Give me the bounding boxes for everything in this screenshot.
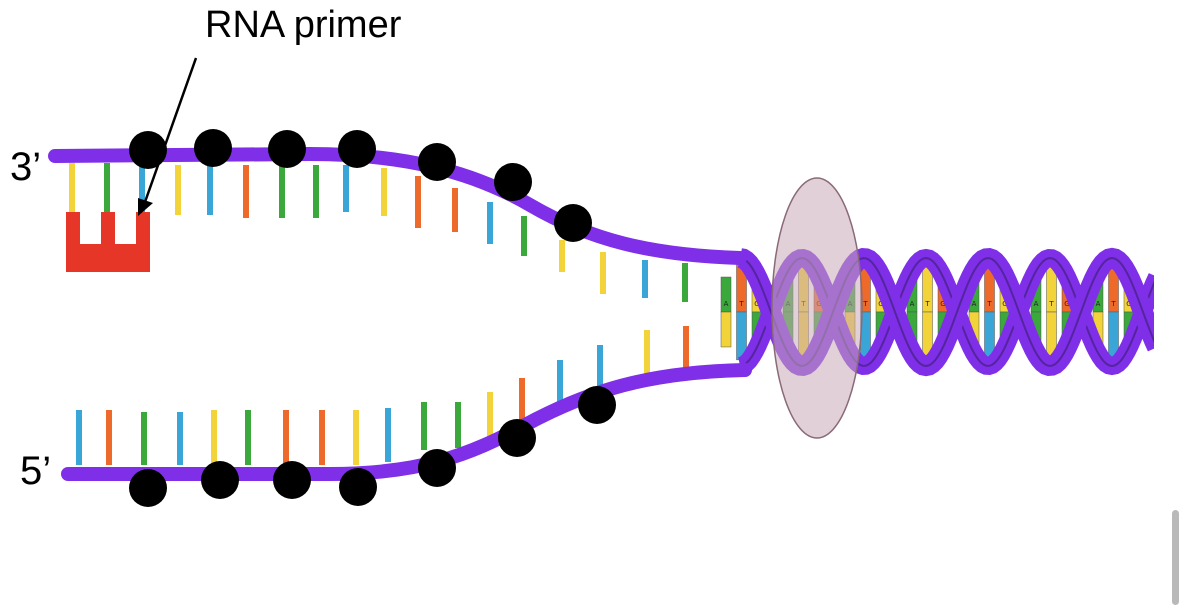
- five-prime-label: 5’: [20, 449, 51, 493]
- polymerase-dot: [554, 204, 592, 242]
- polymerase-dot: [494, 163, 532, 201]
- rna-primer: [66, 212, 150, 272]
- bottom-strand-backbone: [61, 363, 752, 481]
- polymerase-dot: [268, 130, 306, 168]
- polymerase-dot: [498, 419, 536, 457]
- helix-base-letter: G: [1064, 300, 1069, 308]
- bottom-strand-bases: [76, 326, 689, 465]
- polymerase-dot: [578, 386, 616, 424]
- helix-base-letter: A: [724, 300, 729, 308]
- polymerase-dot: [194, 129, 232, 167]
- polymerase-dots: [129, 129, 616, 507]
- helix-base-letter: G: [940, 300, 945, 308]
- primer-pointer-arrow: [138, 57, 198, 216]
- polymerase-dot: [129, 131, 167, 169]
- helix-base-letter: T: [862, 300, 868, 308]
- helix-base-letter: A: [910, 300, 915, 308]
- polymerase-dot: [129, 469, 167, 507]
- helix-base-letter: G: [754, 300, 759, 308]
- helix-base-letter: A: [972, 300, 977, 308]
- helix-base-letter: A: [1034, 300, 1039, 308]
- polymerase-dot: [418, 143, 456, 181]
- helix-base-letter: T: [738, 300, 744, 308]
- helix-base-letter: A: [1096, 300, 1101, 308]
- helix-base-letter: T: [1110, 300, 1116, 308]
- rna-primer-label: RNA primer: [205, 4, 402, 46]
- helix-base-letter: G: [1126, 300, 1131, 308]
- helix-base-letter: T: [1048, 300, 1054, 308]
- polymerase-dot: [339, 468, 377, 506]
- helix-base-letter: G: [1002, 300, 1007, 308]
- top-strand-bases: [69, 163, 688, 302]
- helicase-ellipse: [771, 177, 863, 439]
- three-prime-label: 3’: [10, 145, 41, 189]
- polymerase-dot: [418, 449, 456, 487]
- polymerase-dot: [273, 461, 311, 499]
- polymerase-dot: [338, 130, 376, 168]
- helix-base-letter: T: [924, 300, 930, 308]
- scrollbar-thumb[interactable]: [1172, 510, 1179, 605]
- helix-base-letter: T: [986, 300, 992, 308]
- helix-base-letter: G: [878, 300, 883, 308]
- polymerase-dot: [201, 461, 239, 499]
- helix-base: [720, 311, 732, 348]
